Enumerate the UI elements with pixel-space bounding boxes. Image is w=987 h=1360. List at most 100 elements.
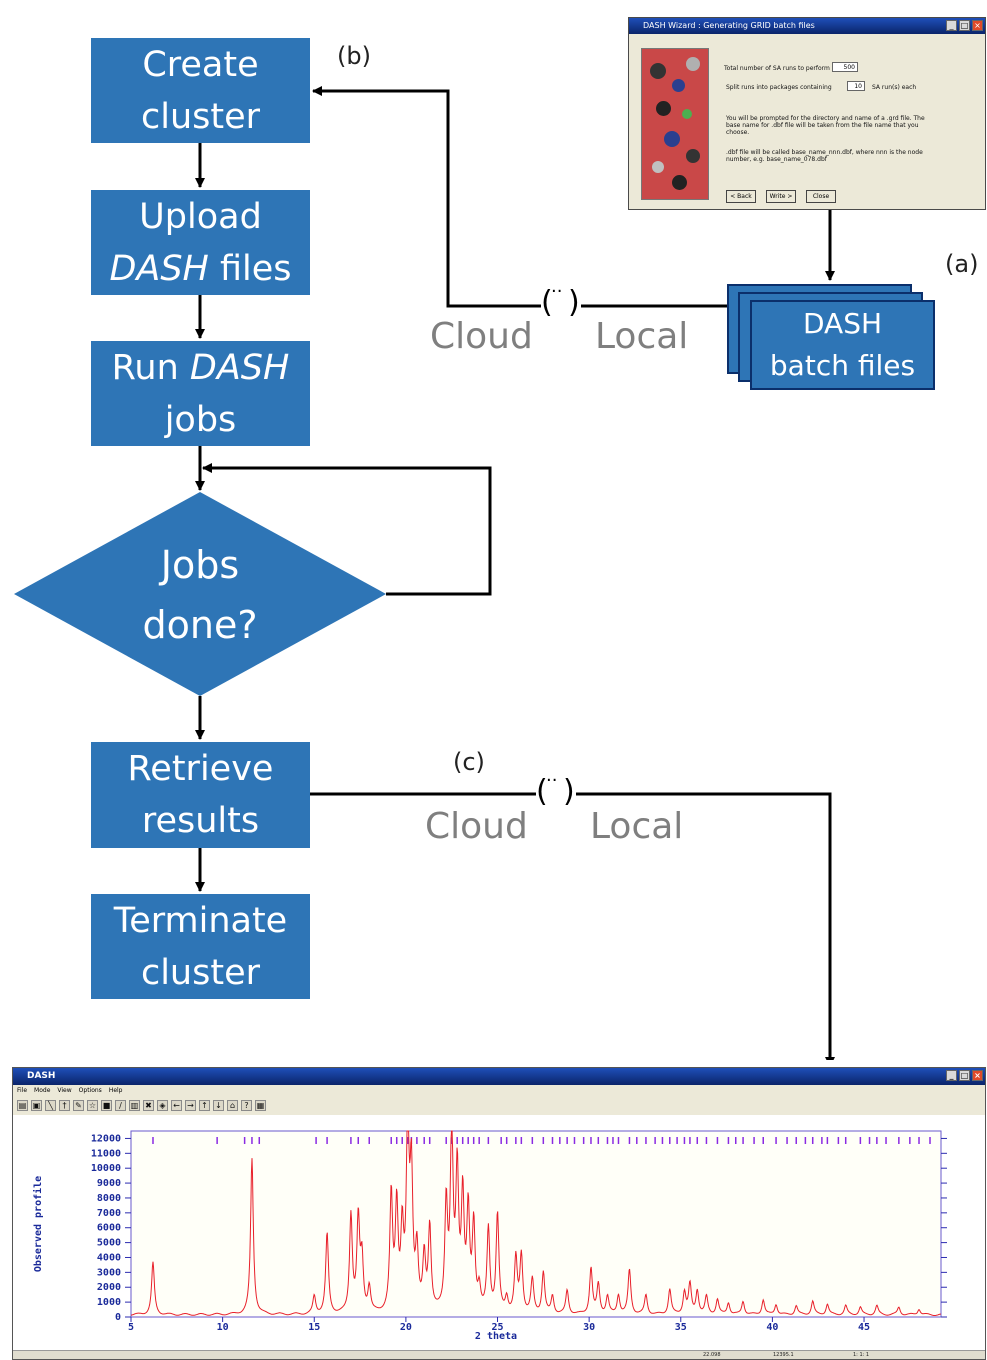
wizard-title: DASH Wizard : Generating GRID batch file… <box>643 21 815 30</box>
upload-line1: Upload <box>139 196 262 237</box>
toolbar-icon-10[interactable]: ◈ <box>157 1099 168 1111</box>
create-cluster-box: Create cluster <box>91 38 310 143</box>
terminate-line1: Terminate <box>113 900 288 941</box>
decision-diamond <box>14 492 386 696</box>
local-label-bottom: Local <box>590 806 684 847</box>
toolbar-icon-6[interactable]: ■ <box>101 1099 112 1111</box>
create-cluster-line2: cluster <box>140 96 261 137</box>
close-icon[interactable]: × <box>972 20 983 31</box>
note1-line1: You will be prompted for the directory a… <box>726 115 925 122</box>
dash-main-window: DASH _ □ × File Mode View Options Help ▤… <box>12 1067 986 1360</box>
y-tick-label: 12000 <box>91 1133 121 1144</box>
runs-input[interactable]: 500 <box>832 62 858 72</box>
split-label: Split runs into packages containing <box>726 84 832 91</box>
menu-help[interactable]: Help <box>108 1087 123 1094</box>
x-tick-label: 45 <box>858 1322 870 1333</box>
y-tick-label: 11000 <box>91 1148 121 1159</box>
y-tick-label: 5000 <box>97 1238 121 1249</box>
dash-toolbar: ▤▣╲†✎☆■∕▥✖◈←→↑↓⌂?▦ <box>13 1097 985 1113</box>
arrow-batch-to-create <box>312 86 737 308</box>
retrieve-line1: Retrieve <box>127 749 274 789</box>
create-cluster-line1: Create <box>142 44 259 85</box>
toolbar-icon-17[interactable]: ▦ <box>255 1099 266 1111</box>
dash-title: DASH <box>27 1071 56 1081</box>
dash-minimize-icon[interactable]: _ <box>946 1070 957 1081</box>
toolbar-icon-12[interactable]: → <box>185 1099 196 1111</box>
toolbar-icon-16[interactable]: ? <box>241 1099 252 1111</box>
cloud-label-bottom: Cloud <box>425 806 528 847</box>
y-tick-label: 0 <box>115 1312 121 1323</box>
x-tick-label: 40 <box>766 1322 778 1333</box>
batch-line1: DASH <box>802 307 883 340</box>
write-button[interactable]: Write > <box>766 190 796 203</box>
dots-top: ·· <box>551 281 563 302</box>
menu-view[interactable]: View <box>57 1087 72 1094</box>
toolbar-icon-2[interactable]: ╲ <box>45 1099 56 1111</box>
y-axis-label: Observed profile <box>32 1176 44 1272</box>
toolbar-icon-4[interactable]: ✎ <box>73 1099 84 1111</box>
back-button[interactable]: < Back <box>726 190 756 203</box>
maximize-icon[interactable]: □ <box>959 20 970 31</box>
arrow-loop-back <box>202 463 492 596</box>
status-counts: 12395.1 <box>773 1352 794 1358</box>
dash-close-icon[interactable]: × <box>972 1070 983 1081</box>
label-b: (b) <box>337 42 371 70</box>
paren-close-bottom: ) <box>563 774 575 809</box>
arrow-retrieve-to-dash <box>310 792 835 1060</box>
toolbar-icon-9[interactable]: ✖ <box>143 1099 154 1111</box>
toolbar-icon-5[interactable]: ☆ <box>87 1099 98 1111</box>
y-tick-label: 1000 <box>97 1297 121 1308</box>
menu-options[interactable]: Options <box>78 1087 102 1094</box>
label-c: (c) <box>453 748 485 776</box>
run-pre: Run <box>111 347 190 388</box>
paren-open-top: ( <box>541 285 553 320</box>
label-a: (a) <box>945 250 979 278</box>
y-tick-label: 3000 <box>97 1267 121 1278</box>
x-tick-label: 30 <box>583 1322 595 1333</box>
note1-line2: base name for .dbf file will be taken fr… <box>726 122 919 129</box>
upload-dash-italic: DASH <box>109 248 209 289</box>
batch-line2: batch files <box>769 349 916 382</box>
y-tick-label: 8000 <box>97 1193 121 1204</box>
decision-line2: done? <box>142 603 258 647</box>
dash-titlebar: DASH _ □ × <box>13 1068 985 1085</box>
y-tick-label: 2000 <box>97 1282 121 1293</box>
toolbar-icon-0[interactable]: ▤ <box>17 1099 28 1111</box>
cloud-label-top: Cloud <box>430 316 533 357</box>
run-dash-italic: DASH <box>189 347 290 388</box>
terminate-line2: cluster <box>140 952 260 993</box>
y-tick-label: 9000 <box>97 1178 121 1189</box>
status-zoom: 1: 1: 1 <box>853 1352 870 1358</box>
minimize-icon[interactable]: _ <box>946 20 957 31</box>
toolbar-icon-14[interactable]: ↓ <box>213 1099 224 1111</box>
toolbar-icon-8[interactable]: ▥ <box>129 1099 140 1111</box>
flowchart-connectors <box>14 86 835 1060</box>
close-button[interactable]: Close <box>806 190 836 203</box>
toolbar-icon-7[interactable]: ∕ <box>115 1099 126 1111</box>
y-tick-label: 7000 <box>97 1208 121 1219</box>
status-2theta: 22.098 <box>703 1352 721 1358</box>
note1-line3: choose. <box>726 129 750 136</box>
toolbar-icon-1[interactable]: ▣ <box>31 1099 42 1111</box>
toolbar-icon-3[interactable]: † <box>59 1099 70 1111</box>
x-tick-label: 10 <box>217 1322 229 1333</box>
dash-maximize-icon[interactable]: □ <box>959 1070 970 1081</box>
local-label-top: Local <box>595 316 689 357</box>
toolbar-icon-15[interactable]: ⌂ <box>227 1099 238 1111</box>
molecule-image <box>641 48 709 200</box>
toolbar-icon-11[interactable]: ← <box>171 1099 182 1111</box>
upload-rest: files <box>208 248 292 289</box>
menu-mode[interactable]: Mode <box>34 1087 51 1094</box>
split-input[interactable]: 10 <box>847 81 865 91</box>
dash-menubar: File Mode View Options Help <box>13 1085 985 1097</box>
x-tick-label: 35 <box>675 1322 687 1333</box>
batch-files-box: DASH batch files <box>750 300 935 390</box>
toolbar-icon-13[interactable]: ↑ <box>199 1099 210 1111</box>
run-line1: Run DASH <box>112 342 290 394</box>
x-tick-label: 25 <box>491 1322 503 1333</box>
menu-file[interactable]: File <box>17 1087 28 1094</box>
